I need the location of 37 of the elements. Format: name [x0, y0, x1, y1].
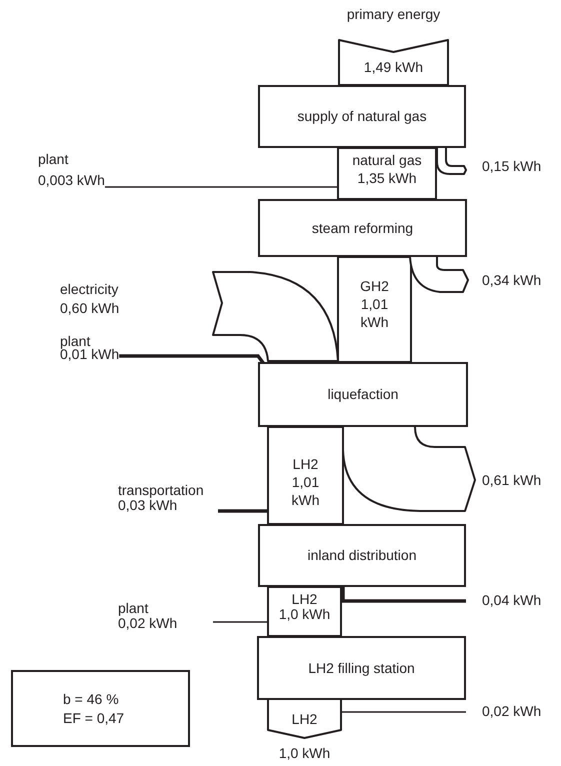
- flow-label: 1,01 kWh: [360, 295, 390, 332]
- result-text: b = 46 %: [63, 690, 120, 708]
- flow-value: plant: [118, 600, 150, 616]
- flow-value: plant: [60, 333, 92, 349]
- summary-box: [11, 670, 190, 747]
- flow-value: 0,15 kWh: [482, 157, 542, 176]
- flow-value: 0,03 kWh: [118, 497, 178, 513]
- flow-value: 0,003 kWh: [38, 172, 105, 188]
- connector-line: [341, 711, 466, 713]
- connector-line: [213, 621, 268, 623]
- flow-label: natural gas: [352, 151, 422, 170]
- flow-value: transportation: [118, 482, 205, 498]
- process-box: steam reforming: [258, 199, 467, 257]
- flow-label: LH2: [292, 710, 318, 728]
- flow-value: plant: [38, 151, 70, 167]
- process-box: liquefaction: [258, 362, 468, 427]
- flow-label: LH2: [292, 455, 318, 474]
- flow-caption: primary energy: [346, 6, 442, 22]
- flow-value: 0,02 kWh: [482, 703, 542, 719]
- flow-label: 1,49 kWh: [364, 58, 424, 76]
- flow-value: 0,04 kWh: [482, 592, 542, 608]
- result-text: EF = 0,47: [63, 708, 126, 728]
- process-box: inland distribution: [258, 524, 466, 587]
- flow-value: electricity: [60, 281, 118, 297]
- flow-label: GH2: [360, 277, 389, 296]
- flow-caption: 1,0 kWh: [278, 745, 332, 761]
- flow-label: LH2: [292, 592, 318, 608]
- flow-label: 1,01 kWh: [290, 473, 320, 510]
- flow-label: 1,35 kWh: [357, 169, 417, 188]
- flow-value: 0,02 kWh: [118, 615, 178, 631]
- flow-label: 1,0 kWh: [278, 607, 330, 623]
- connector-line: [104, 186, 338, 188]
- flow-value: 0,60 kWh: [60, 300, 120, 316]
- flow-value: 0,61 kWh: [482, 471, 542, 490]
- flow-value: 0,34 kWh: [482, 271, 542, 290]
- connector-line: [341, 587, 466, 603]
- connector-line: [218, 509, 268, 513]
